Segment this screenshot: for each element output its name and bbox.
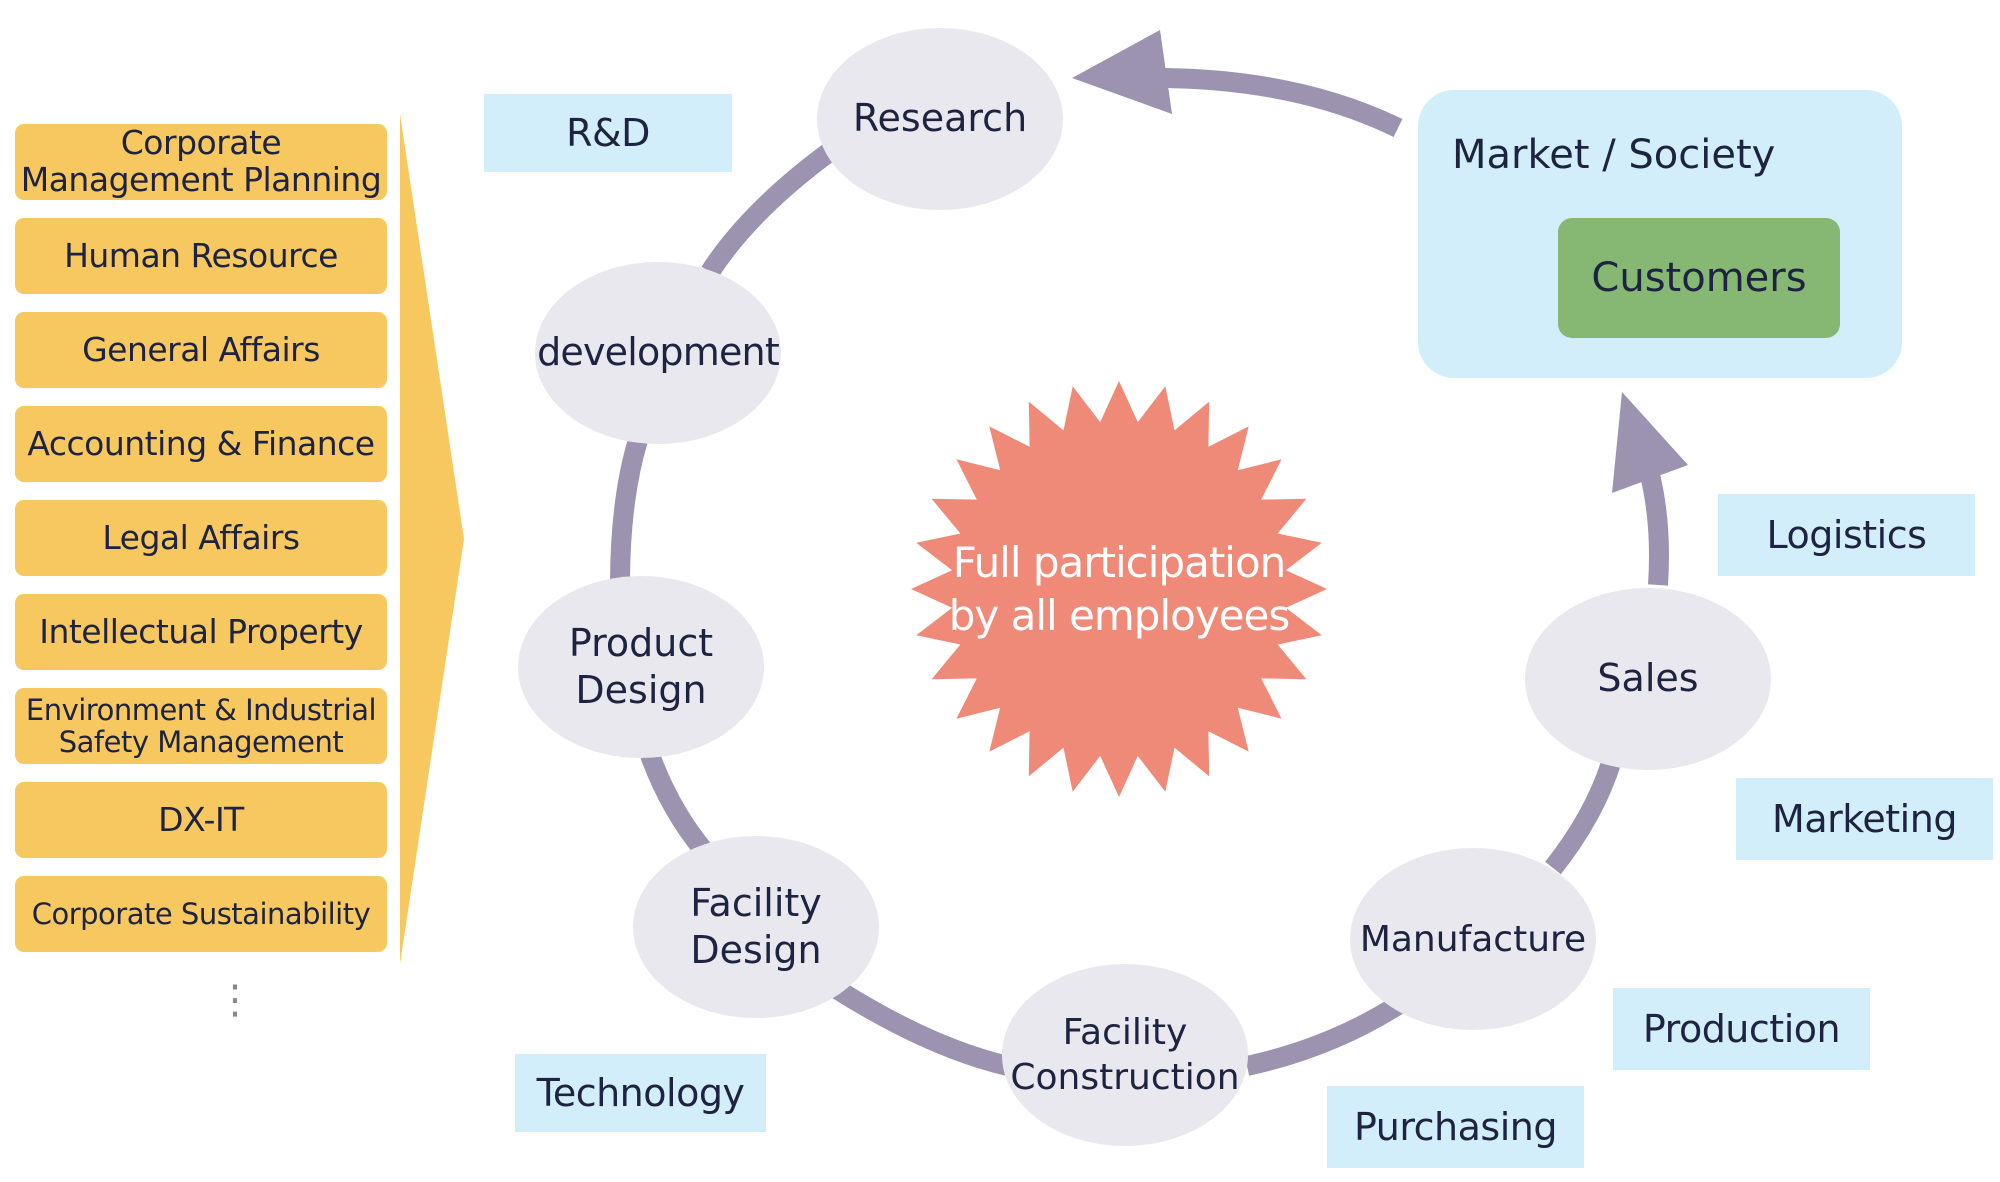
customers-box: Customers	[1558, 218, 1840, 338]
market-society-box: Market / Society Customers	[1418, 90, 1902, 378]
dept-environment-safety: Environment & Industrial Safety Manageme…	[15, 688, 387, 764]
arrowhead-to-research	[1072, 30, 1172, 114]
dept-dx-it: DX-IT	[15, 782, 387, 858]
tag-marketing: Marketing	[1736, 778, 1993, 860]
dept-human-resource: Human Resource	[15, 218, 387, 294]
arc-sales-to-market	[1640, 472, 1669, 586]
center-slogan: Full participation by all employees	[948, 537, 1291, 640]
node-sales: Sales	[1525, 588, 1771, 770]
arrowhead-to-market	[1612, 392, 1688, 493]
dept-general-affairs: General Affairs	[15, 312, 387, 388]
market-title: Market / Society	[1452, 132, 1776, 178]
more-ellipsis-icon: ⋮	[215, 977, 255, 1023]
node-research: Research	[817, 28, 1063, 210]
tag-production: Production	[1613, 988, 1870, 1070]
dept-corporate-management-planning: Corporate Management Planning	[15, 124, 387, 200]
tag-logistics: Logistics	[1718, 494, 1975, 576]
arc-development-to-product-design	[610, 437, 648, 586]
node-product-design: Product Design	[518, 576, 764, 758]
tag-rnd: R&D	[484, 94, 732, 172]
bracket-chevron	[400, 114, 464, 964]
arc-manufacture-to-sales	[1545, 756, 1622, 875]
arc-facility-design-to-construction	[829, 979, 1011, 1076]
node-development: development	[535, 262, 781, 444]
node-manufacture: Manufacture	[1350, 848, 1596, 1030]
dept-corporate-sustainability: Corporate Sustainability	[15, 876, 387, 952]
arc-product-design-to-facility-design	[640, 751, 713, 859]
node-facility-design: Facility Design	[633, 836, 879, 1018]
tag-technology: Technology	[515, 1054, 766, 1132]
node-facility-construction: Facility Construction	[1002, 964, 1248, 1146]
dept-legal-affairs: Legal Affairs	[15, 500, 387, 576]
dept-intellectual-property: Intellectual Property	[15, 594, 387, 670]
dept-accounting-finance: Accounting & Finance	[15, 406, 387, 482]
arc-research-to-development	[701, 141, 838, 278]
starburst-shape	[911, 381, 1327, 797]
tag-purchasing: Purchasing	[1327, 1086, 1584, 1168]
arc-construction-to-manufacture	[1244, 996, 1404, 1076]
arc-market-to-research	[1164, 68, 1403, 137]
